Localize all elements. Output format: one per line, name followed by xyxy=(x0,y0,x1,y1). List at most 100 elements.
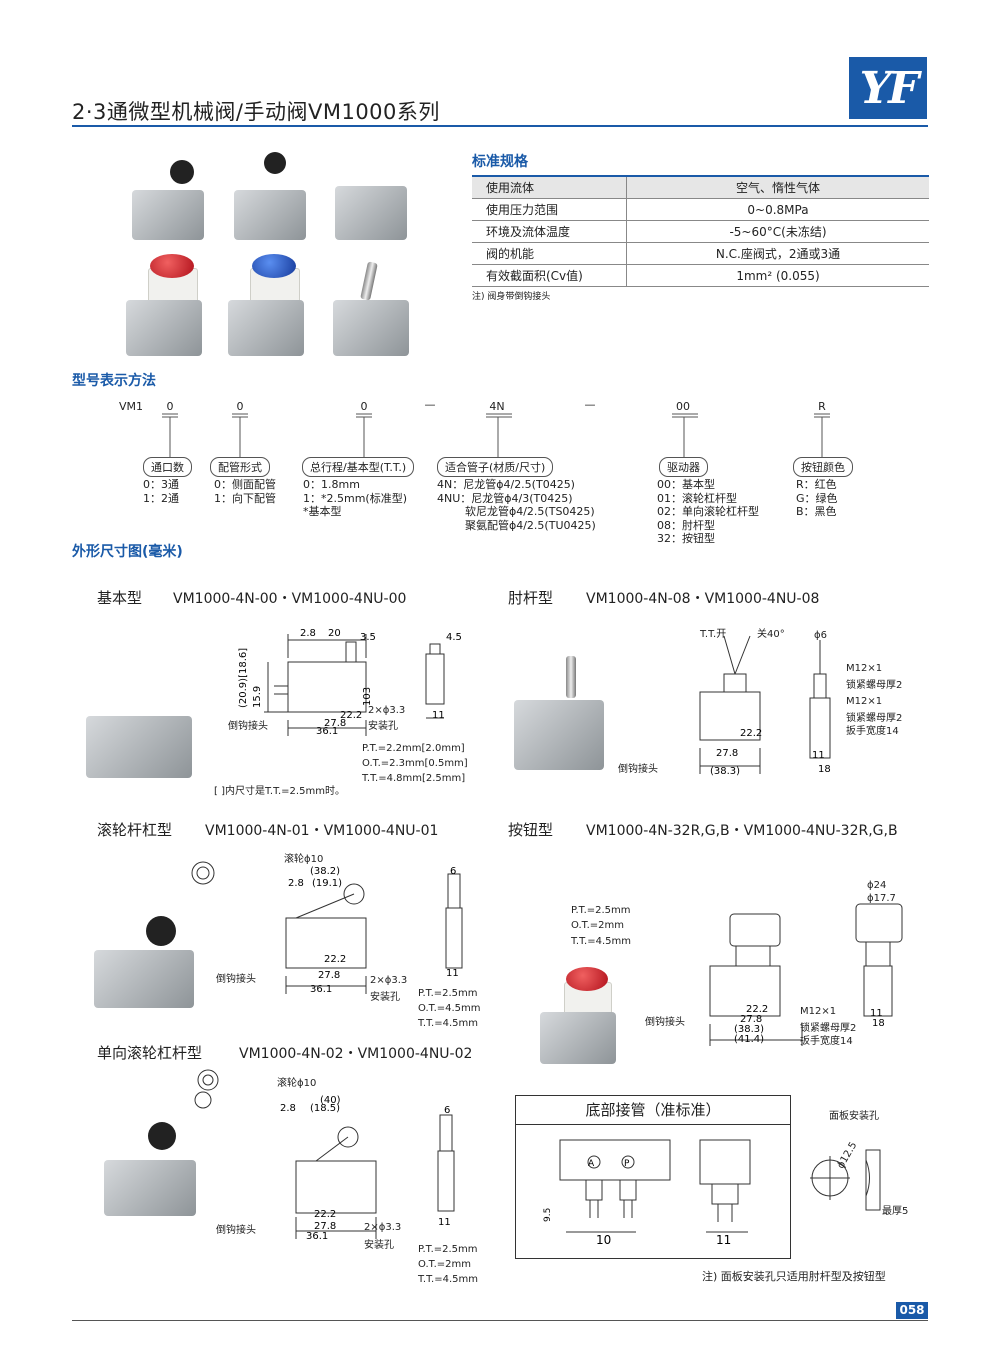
panel-footnote: 注) 面板安装孔只适用肘杆型及按钮型 xyxy=(702,1270,886,1283)
code-color: R xyxy=(818,400,826,413)
toggle-phi6: ϕ6 xyxy=(814,630,827,641)
toggle-nut-thickness-2: 锁紧螺母厚2 xyxy=(846,713,903,724)
svg-text:9.5: 9.5 xyxy=(543,1208,553,1222)
product-photo-toggle-small xyxy=(514,700,604,770)
code-tube: 4N xyxy=(489,400,505,413)
svg-text:20: 20 xyxy=(328,628,341,639)
roller-mount-label: 安装孔 xyxy=(370,992,400,1003)
button-phi24: ϕ24 xyxy=(867,880,887,891)
model-section-title: 型号表示方法 xyxy=(72,373,156,389)
code-dash: — xyxy=(584,398,596,411)
model-connector-lines xyxy=(162,413,830,457)
svg-text:36.1: 36.1 xyxy=(316,726,338,737)
oneway-wheel-label: 滚轮ϕ10 xyxy=(277,1078,317,1089)
svg-text:A: A xyxy=(588,1159,595,1169)
spec-label: 阀的机能 xyxy=(472,242,627,265)
roller-pt: P.T.=2.5mm xyxy=(418,988,478,999)
roller-dimension-drawing: 22.2 27.8 36.1 (38.2) 2.8 (19.1) 11 6 xyxy=(285,866,463,995)
svg-text:103: 103 xyxy=(362,687,373,706)
toggle-nut-thread-2: M12×1 xyxy=(846,696,883,707)
svg-text:22.2: 22.2 xyxy=(314,1209,336,1220)
button-barb-label: 倒钩接头 xyxy=(645,1017,685,1028)
toggle-lever-icon xyxy=(360,261,378,301)
spec-table: 使用流体 空气、惰性气体 使用压力范围 0~0.8MPa 环境及流体温度 -5~… xyxy=(472,175,929,287)
basic-mount-dia: 2×ϕ3.3 xyxy=(368,705,406,716)
group-options-stroke: 0：1.8mm 1：*2.5mm(标准型) *基本型 xyxy=(303,478,408,518)
toggle-type-models: VM1000-4N-08・VM1000-4NU-08 xyxy=(586,591,820,607)
code-stroke: 0 xyxy=(360,400,368,413)
basic-tt: T.T.=4.8mm[2.5mm] xyxy=(362,773,466,784)
code-piping: 0 xyxy=(236,400,244,413)
group-options-ports: 0：3通 1：2通 xyxy=(143,478,179,505)
page-title: 2·3通微型机械阀/手动阀VM1000系列 xyxy=(72,100,440,124)
oneway-mount-dia: 2×ϕ3.3 xyxy=(364,1222,402,1233)
table-row: 环境及流体温度 -5~60°C(未冻结) xyxy=(472,220,929,243)
red-button-cap xyxy=(566,967,608,991)
svg-text:2.8: 2.8 xyxy=(300,628,316,639)
svg-text:(18.5): (18.5) xyxy=(310,1103,340,1114)
oneway-mount-label: 安装孔 xyxy=(364,1240,394,1251)
button-pt: P.T.=2.5mm xyxy=(571,905,631,916)
table-row: 阀的机能 N.C.座阀式，2通或3通 xyxy=(472,242,929,265)
svg-text:2.8: 2.8 xyxy=(280,1103,296,1114)
button-nut-thickness: 锁紧螺母厚2 xyxy=(800,1023,857,1034)
product-photo-basic xyxy=(335,186,407,240)
code-actuator: 00 xyxy=(676,400,690,413)
group-label-actuator: 驱动器 xyxy=(659,457,708,477)
panel-thickness: 最厚5 xyxy=(882,1206,909,1217)
page-number: 058 xyxy=(896,1302,928,1319)
toggle-lever-icon xyxy=(566,656,576,698)
toggle-angle: 关40° xyxy=(757,629,785,640)
svg-text:27.8: 27.8 xyxy=(716,748,738,759)
group-label-tube: 适合管子(材质/尺寸) xyxy=(437,457,554,477)
basic-type-models: VM1000-4N-00・VM1000-4NU-00 xyxy=(173,591,407,607)
spec-label: 环境及流体温度 xyxy=(472,220,627,243)
roller-type-models: VM1000-4N-01・VM1000-4NU-01 xyxy=(205,823,439,839)
svg-text:36.1: 36.1 xyxy=(306,1231,328,1242)
button-nut-thread: M12×1 xyxy=(800,1006,837,1017)
svg-text:(38.3): (38.3) xyxy=(734,1024,764,1035)
group-options-tube: 4N：尼龙管ϕ4/2.5(T0425) 4NU：尼龙管ϕ4/3(T0425) 软… xyxy=(437,478,596,532)
table-row: 使用流体 空气、惰性气体 xyxy=(472,175,929,199)
svg-text:11: 11 xyxy=(716,1233,731,1247)
group-label-stroke: 总行程/基本型(T.T.) xyxy=(302,457,415,477)
svg-text:18: 18 xyxy=(818,764,831,775)
svg-text:22.2: 22.2 xyxy=(746,1004,768,1015)
footer-rule xyxy=(72,1320,928,1321)
oneway-ot: O.T.=2mm xyxy=(418,1259,471,1270)
svg-text:P: P xyxy=(624,1159,630,1169)
roller-wheel-label: 滚轮ϕ10 xyxy=(284,854,324,865)
svg-text:18: 18 xyxy=(872,1018,885,1029)
spec-value: -5~60°C(未冻结) xyxy=(626,220,929,243)
product-photo-basic-small xyxy=(86,716,192,778)
svg-text:11: 11 xyxy=(812,750,825,761)
svg-text:11: 11 xyxy=(438,1217,451,1228)
roller-ot: O.T.=4.5mm xyxy=(418,1003,481,1014)
product-photo-button-small xyxy=(540,1012,616,1064)
svg-text:6: 6 xyxy=(450,866,456,877)
basic-bracket-note: [ ]内尺寸是T.T.=2.5mm时。 xyxy=(214,786,345,797)
svg-text:3.5: 3.5 xyxy=(360,632,376,643)
spec-note: 注) 阀身带倒钩接头 xyxy=(472,292,551,302)
table-row: 使用压力范围 0~0.8MPa xyxy=(472,198,929,221)
group-options-color: R：红色 G：绿色 B：黑色 xyxy=(796,478,838,518)
product-photo-oneway-small xyxy=(104,1160,196,1216)
svg-text:(40): (40) xyxy=(320,1095,341,1106)
svg-text:11: 11 xyxy=(446,968,459,979)
button-type-models: VM1000-4N-32R,G,B・VM1000-4NU-32R,G,B xyxy=(586,823,898,839)
toggle-tt-open: T.T.开 xyxy=(700,629,727,640)
roller-tt: T.T.=4.5mm xyxy=(418,1018,478,1029)
red-button-cap xyxy=(150,254,194,278)
dims-section-title: 外形尺寸图(毫米) xyxy=(72,544,183,560)
spec-section-title: 标准规格 xyxy=(472,154,528,170)
button-dimension-drawing: 22.2 27.8 (38.3) (41.4) 11 18 xyxy=(709,903,903,1046)
oneway-tt: T.T.=4.5mm xyxy=(418,1274,478,1285)
panel-hole-title: 面板安装孔 xyxy=(829,1111,879,1122)
code-dash: — xyxy=(424,398,436,411)
roller-barb-label: 倒钩接头 xyxy=(216,974,256,985)
header-rule xyxy=(72,125,928,127)
svg-text:6: 6 xyxy=(444,1105,450,1116)
svg-text:(38.2): (38.2) xyxy=(310,866,340,877)
roller-double-circle-icon xyxy=(191,861,215,885)
toggle-barb-label: 倒钩接头 xyxy=(618,764,658,775)
